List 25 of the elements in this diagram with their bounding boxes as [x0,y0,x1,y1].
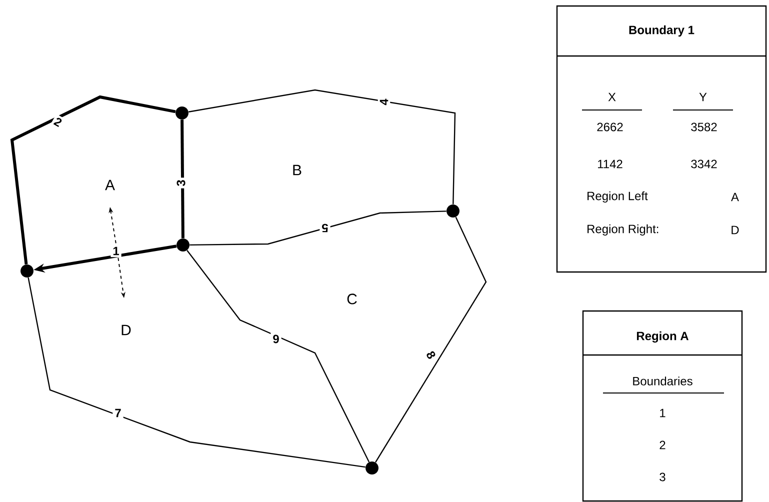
edge-label: 4 [378,96,390,108]
edge-label: 6 [270,332,282,346]
region-label: B [293,164,302,176]
edge-label: 3 [174,178,188,188]
edge-label: 8 [422,347,440,363]
edge-label: 1 [110,244,122,258]
vertex-dot [176,106,188,120]
edge-label: 7 [112,406,124,420]
boundary-line [28,277,366,468]
boundary-line [188,89,456,204]
vertex-dot [446,204,460,218]
edge-label: 5 [320,222,330,234]
boundary-line [10,95,176,264]
info-table: Boundary 1 X Y 2662 3582 1142 3342 Region Left A Region Right: D [556,5,767,273]
region-label: A [105,180,115,190]
region-label: C [347,294,357,304]
info-table: Region A Boundaries 1 2 3 [582,310,743,502]
boundary-line [180,120,184,238]
region-label: D [122,324,131,336]
boundary-line [375,216,487,463]
edge-label: 2 [50,114,66,130]
vertex-dot [176,238,190,252]
boundary-line [190,210,446,246]
vertex-dot [366,462,378,474]
boundary-line [186,250,370,462]
